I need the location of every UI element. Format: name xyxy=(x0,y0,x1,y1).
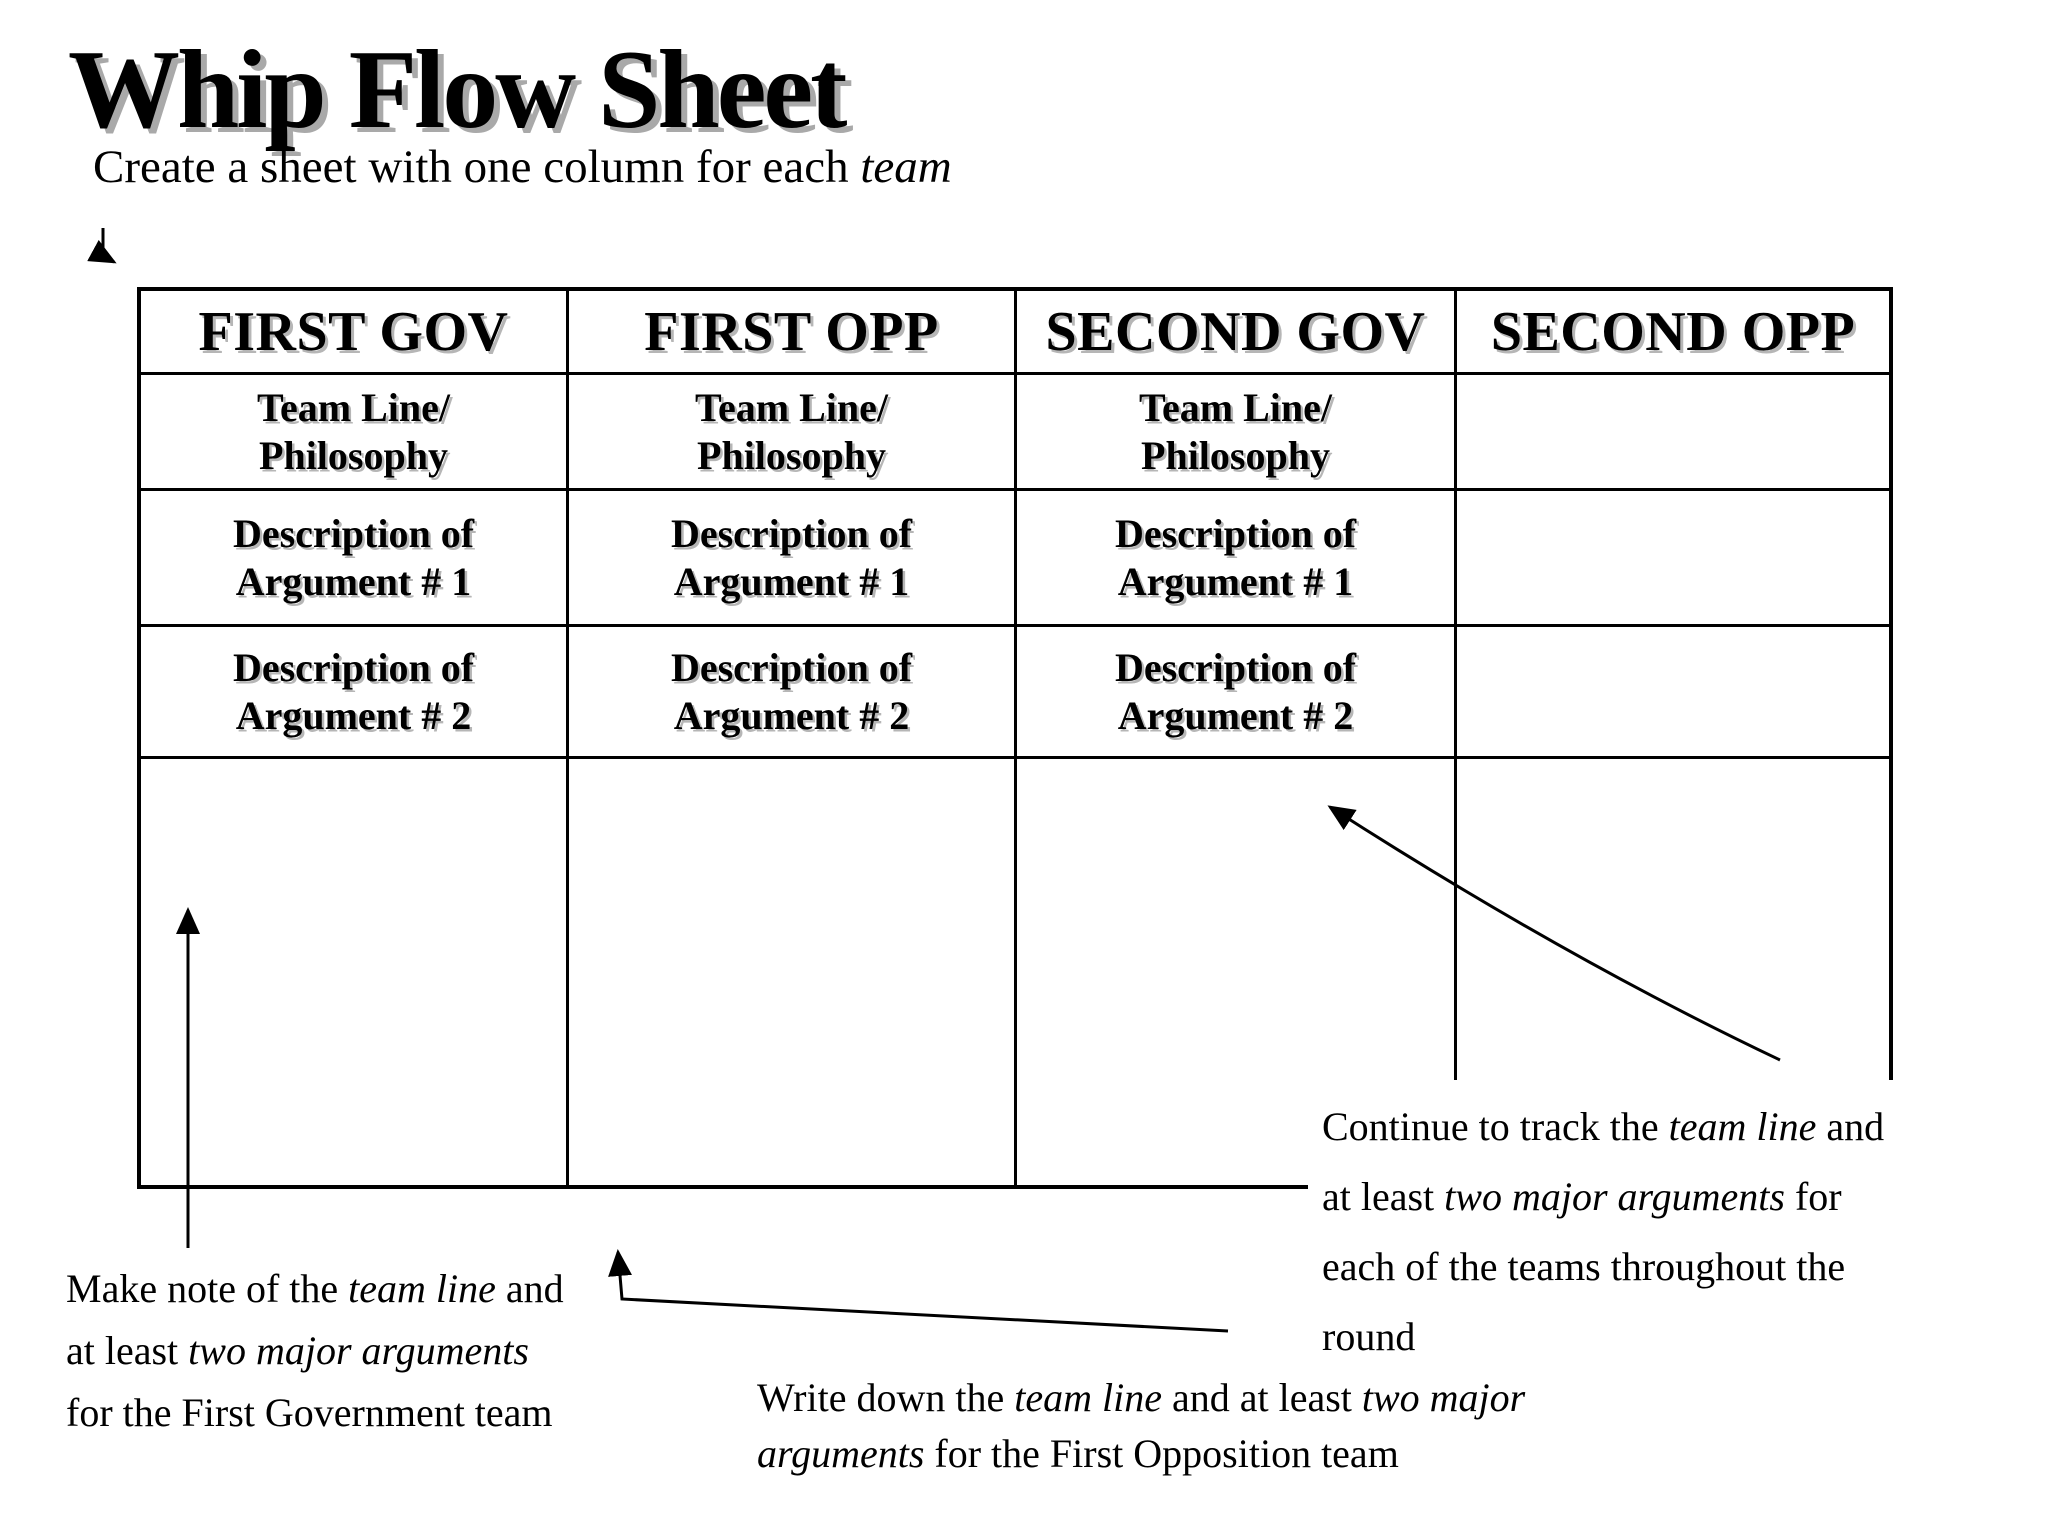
note-italic-arguments: two major arguments xyxy=(1444,1174,1785,1219)
note-background-patch xyxy=(1308,1080,2048,1380)
cell-team-line-first-gov: Team Line/ Philosophy xyxy=(141,375,569,491)
note-text: and at least xyxy=(1322,1104,1885,1219)
header-cell-first-opp: FIRST OPP xyxy=(569,291,1017,375)
annotation-first-opp-note: Write down the team line and at least tw… xyxy=(757,1370,1737,1482)
note-text: and at least xyxy=(1161,1375,1362,1420)
cell-team-line-first-opp: Team Line/ Philosophy xyxy=(569,375,1017,491)
cell-argument2-second-gov: Description of Argument # 2 xyxy=(1017,627,1457,759)
cell-team-line-second-gov: Team Line/ Philosophy xyxy=(1017,375,1457,491)
cell-team-line-second-opp xyxy=(1457,375,1889,491)
annotation-first-gov-note: Make note of the team line and at least … xyxy=(66,1258,706,1444)
cell-argument2-first-opp: Description of Argument # 2 xyxy=(569,627,1017,759)
cell-notes-first-gov xyxy=(141,759,569,1185)
note-italic-team-line: team line xyxy=(348,1266,496,1311)
header-cell-second-gov: SECOND GOV xyxy=(1017,291,1457,375)
note-italic-arguments: two major arguments xyxy=(188,1328,529,1373)
note-italic-team-line: team line xyxy=(1668,1104,1817,1149)
note-text: and at least xyxy=(66,1266,564,1373)
annotation-tracking-note: Continue to track the team line and at l… xyxy=(1322,1092,2022,1372)
cell-argument1-first-gov: Description of Argument # 1 xyxy=(141,491,569,627)
subtitle-team-italic: team xyxy=(860,141,952,193)
header-cell-first-gov: FIRST GOV xyxy=(141,291,569,375)
cell-argument1-second-opp xyxy=(1457,491,1889,627)
note-text: for the First Government team xyxy=(66,1390,553,1435)
cell-argument2-first-gov: Description of Argument # 2 xyxy=(141,627,569,759)
first-opp-elbow-arrow-icon xyxy=(608,1249,1229,1333)
subtitle-text: Create a sheet with one column for each xyxy=(93,141,861,193)
note-italic-team-line: team line xyxy=(1014,1375,1162,1420)
note-text: Continue to track the xyxy=(1322,1104,1669,1149)
note-text: Write down the xyxy=(757,1375,1015,1420)
note-text: for each of the teams throughout the rou… xyxy=(1322,1174,1846,1359)
flow-table: FIRST GOV FIRST OPP SECOND GOV SECOND OP… xyxy=(137,287,1893,1189)
subtitle-elbow-arrow-icon xyxy=(87,228,117,264)
cell-argument1-first-opp: Description of Argument # 1 xyxy=(569,491,1017,627)
page-title: Whip Flow Sheet xyxy=(68,28,847,152)
cell-notes-first-opp xyxy=(569,759,1017,1185)
slide-subtitle: Create a sheet with one column for each … xyxy=(93,138,952,197)
cell-argument2-second-opp xyxy=(1457,627,1889,759)
note-text: Make note of the xyxy=(66,1266,349,1311)
note-text: for the First Opposition team xyxy=(924,1431,1399,1476)
header-cell-second-opp: SECOND OPP xyxy=(1457,291,1889,375)
note-italic-arguments: two major arguments xyxy=(757,1375,1526,1476)
cell-argument1-second-gov: Description of Argument # 1 xyxy=(1017,491,1457,627)
